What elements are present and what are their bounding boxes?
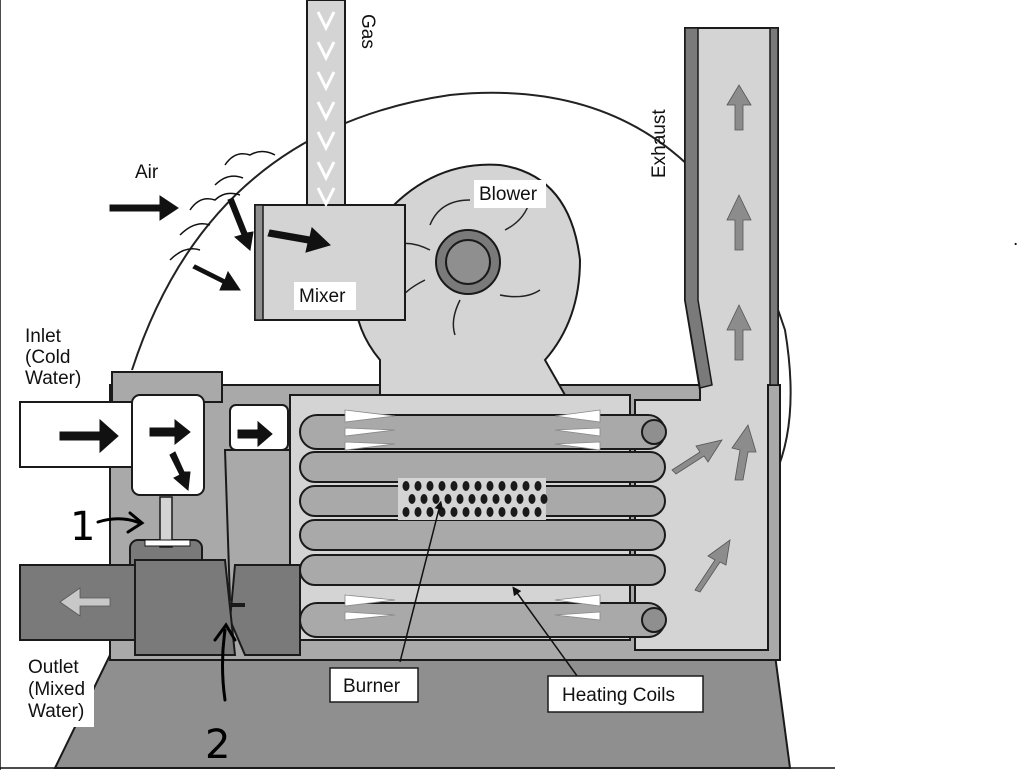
coil-end-bottom [641,607,667,633]
label-heating-coils: Heating Coils [562,685,675,706]
label-inlet-3: Water) [25,368,81,389]
burner-hole [492,494,500,504]
coil-end-top [641,419,667,445]
label-inlet-2: (Cold [25,347,70,368]
burner-hole [432,494,440,504]
inlet-arrow [59,418,119,454]
flame-jets [344,409,601,621]
burner-hole [402,507,410,517]
label-mixer: Mixer [299,286,346,307]
burner-hole [444,494,452,504]
label-burner-box [329,667,419,703]
burner-hole [510,481,518,491]
marker-1-arrow [96,517,142,525]
burner-hole [402,481,410,491]
burner-hole [426,481,434,491]
burner-hole [522,481,530,491]
handwritten-marker-2: 2 [205,722,230,768]
outlet-pipe [19,559,237,656]
label-burner: Burner [343,676,401,697]
label-air: Air [135,162,159,183]
coil-6 [299,602,666,638]
heating-coils [299,414,666,638]
marker-2-arrow [221,628,227,702]
coil-4 [299,519,666,551]
leader-lines [399,500,581,681]
burner-hole [480,494,488,504]
burner-hole [474,507,482,517]
stray-dot: . [1013,229,1018,250]
burner-hole [486,507,494,517]
label-blower-box [474,180,546,208]
burner-hole [450,507,458,517]
burner-hole [498,481,506,491]
burner-hole [468,494,476,504]
handwritten-marker-1: 1 [70,504,95,550]
label-blower: Blower [479,184,538,205]
air-swirls [169,150,276,261]
label-inlet-1: Inlet [25,326,62,347]
exhaust-flue [634,27,779,651]
burner-hole [510,507,518,517]
burner-hole [534,481,542,491]
handwritten-markers [96,511,237,702]
outlet-arrow [59,587,111,617]
label-heating-coils-box [547,675,704,713]
label-outlet-box [22,655,94,727]
burner-hole [462,507,470,517]
burner-hole [534,507,542,517]
burner-hole [498,507,506,517]
burner-hole [462,481,470,491]
burner-hole [426,507,434,517]
burner-hole [522,507,530,517]
burner-hole [486,481,494,491]
flow-arrows-black [59,195,331,491]
gas-pipe [306,0,346,208]
burner-hole [438,481,446,491]
burner-hole [504,494,512,504]
flow-arrows-gray [59,84,757,617]
burner-hole [540,494,548,504]
burner-hole [420,494,428,504]
label-gas: Gas [357,14,378,49]
burner-hole [414,507,422,517]
burner-hole [456,494,464,504]
burner-hole [516,494,524,504]
coil-5 [299,554,666,586]
burner-hole [450,481,458,491]
burner-hole [528,494,536,504]
label-mixer-box [294,282,356,310]
label-outlet-3: Water) [28,701,84,722]
label-exhaust: Exhaust [649,109,670,178]
burner-hole [414,481,422,491]
burner-holes [402,481,548,517]
coil-2 [299,451,666,483]
burner-hole [474,481,482,491]
label-outlet-1: Outlet [28,657,79,678]
air-arrow [109,195,179,221]
label-outlet-2: (Mixed [28,679,85,700]
burner-hole [408,494,416,504]
